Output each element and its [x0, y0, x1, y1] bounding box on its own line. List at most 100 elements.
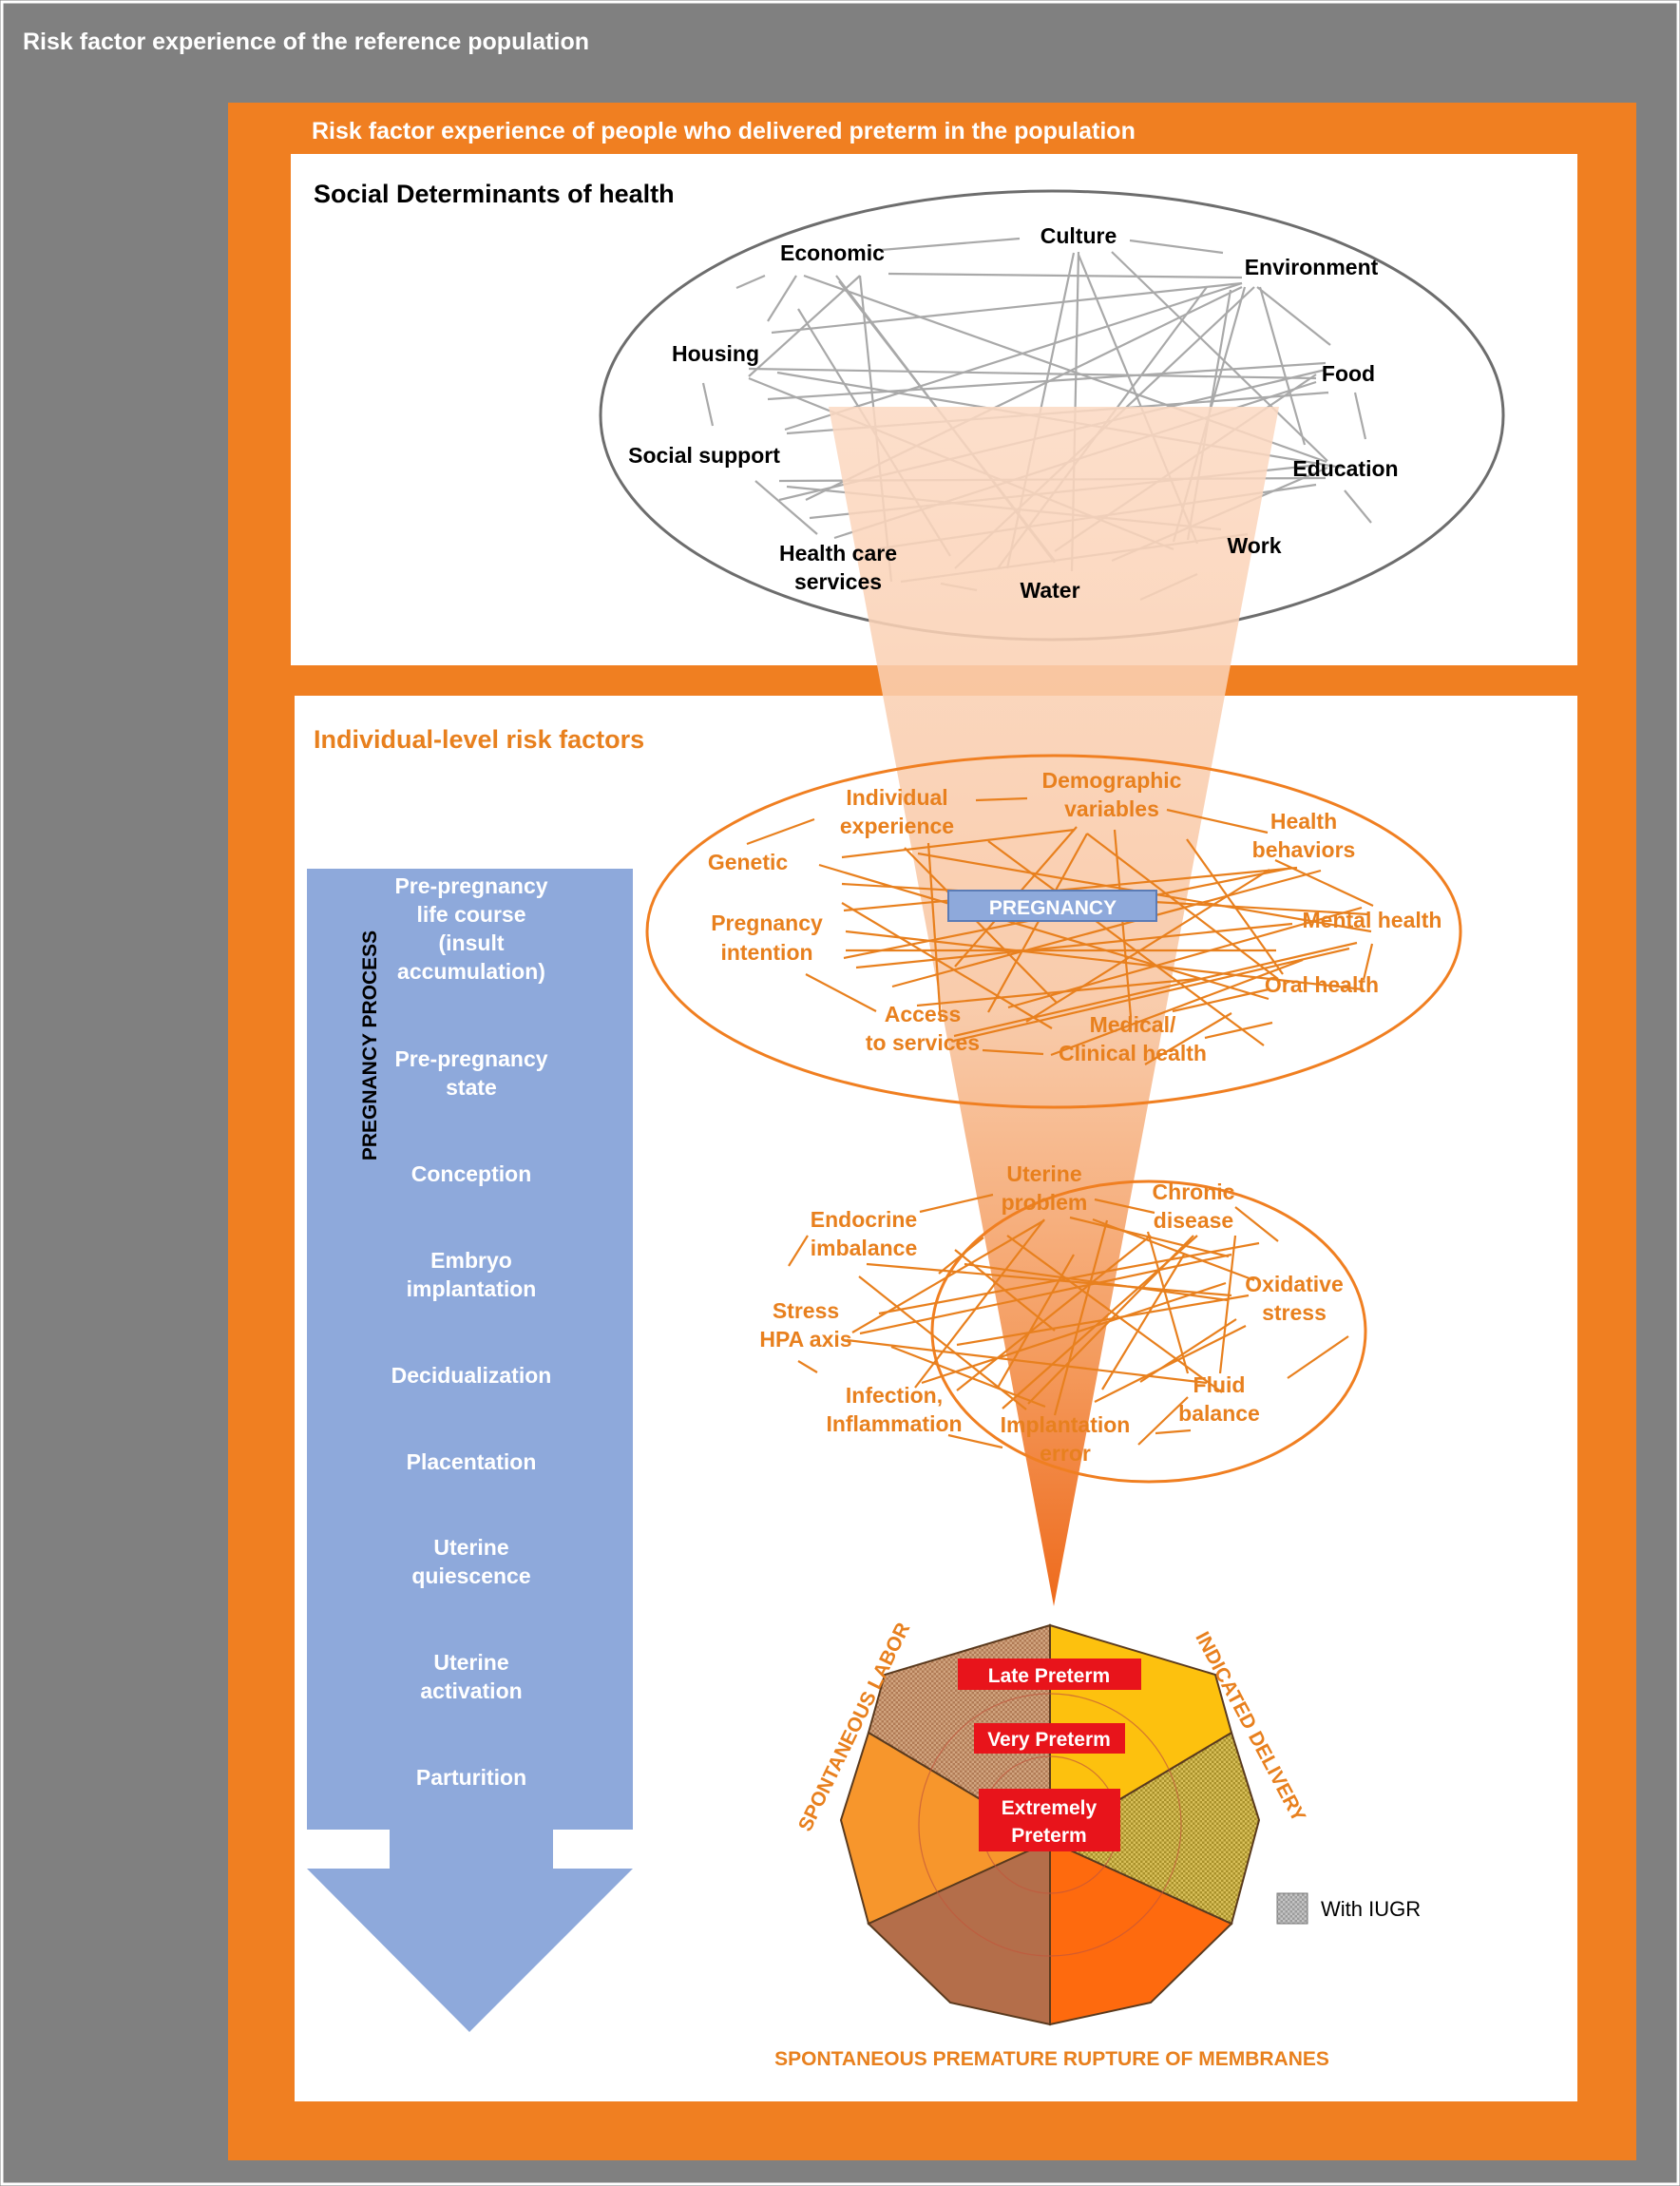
step-embryo: Embryo — [430, 1248, 512, 1273]
individual-link — [843, 866, 1298, 912]
sdoh-link — [748, 367, 1317, 380]
biological-link — [956, 1294, 1250, 1347]
node-implantation-error: error — [1040, 1441, 1091, 1466]
individual-ellipse — [645, 754, 1462, 1109]
step-pre-pregnancy-life-course-3: (insult — [439, 930, 505, 955]
node-medical: Medical/ — [1090, 1012, 1176, 1037]
node-health-behaviors: behaviors — [1252, 837, 1356, 862]
biological-link — [997, 1254, 1075, 1389]
node-demographic-variables: variables — [1064, 796, 1159, 821]
sdoh-link — [1256, 286, 1331, 346]
node-infection: Infection, — [846, 1383, 943, 1408]
node-implantation: Implantation — [1001, 1412, 1131, 1437]
individual-link — [987, 840, 1265, 1046]
node-individual: Individual — [846, 785, 947, 810]
node-uterine: Uterine — [1006, 1161, 1081, 1186]
biological-link — [1092, 1218, 1255, 1282]
biological-link — [947, 1433, 1003, 1449]
iugr-legend-label: With IUGR — [1321, 1897, 1421, 1921]
node-pregnancy-intention: intention — [720, 940, 812, 965]
sdoh-link — [771, 281, 1243, 335]
biological-link — [1137, 1396, 1189, 1446]
step-pre-pregnancy-life-course-2: life course — [416, 902, 525, 927]
outer-title: Risk factor experience of the reference … — [23, 29, 589, 55]
biological-labels: Uterine problem Endocrine imbalance Chro… — [759, 1161, 1343, 1466]
sdoh-link — [701, 382, 715, 427]
ring-very — [918, 1693, 1182, 1957]
node-health-care: Health care — [779, 541, 897, 566]
biological-link — [921, 1281, 1227, 1385]
biological-link — [964, 1262, 1229, 1302]
node-oral-health: Oral health — [1265, 972, 1379, 997]
biological-link — [890, 1345, 1046, 1409]
step-pre-pregnancy-state-1: Pre-pregnancy — [394, 1046, 547, 1071]
sdoh-link — [748, 275, 861, 377]
node-culture: Culture — [1040, 223, 1117, 248]
sdoh-link — [1353, 392, 1367, 440]
step-conception: Conception — [411, 1161, 532, 1186]
node-stress-hpa-axis: HPA axis — [759, 1327, 851, 1352]
biological-link — [797, 1360, 818, 1373]
step-pre-pregnancy-life-course-4: accumulation) — [397, 959, 545, 984]
biological-link — [1094, 1198, 1155, 1215]
node-social-support: Social support — [628, 443, 780, 468]
node-water: Water — [1020, 578, 1079, 603]
biological-link — [1094, 1325, 1247, 1403]
extremely-preterm-label-2: Preterm — [1011, 1825, 1086, 1847]
individual-network-lines — [746, 796, 1374, 1065]
individual-link — [818, 863, 1270, 1001]
biological-link — [1234, 1206, 1279, 1242]
step-uterine-activation-1: Uterine — [433, 1650, 508, 1675]
step-uterine-quiescence-2: quiescence — [411, 1563, 530, 1588]
pregnancy-label: PREGNANCY — [989, 897, 1117, 919]
node-chronic: Chronic — [1153, 1179, 1235, 1204]
individual-link — [1144, 1012, 1232, 1065]
node-access-to-services: to services — [866, 1030, 980, 1055]
biological-link — [1218, 1235, 1237, 1374]
sdoh-link — [735, 274, 766, 290]
biological-link — [866, 1262, 1232, 1297]
very-preterm-label: Very Preterm — [987, 1729, 1111, 1751]
node-environment: Environment — [1245, 255, 1379, 279]
sdoh-link — [1129, 239, 1224, 255]
sdoh-link — [754, 480, 818, 535]
step-uterine-activation-2: activation — [420, 1678, 522, 1703]
individual-link — [1172, 988, 1270, 1013]
very-preterm-box — [974, 1723, 1125, 1754]
node-fluid-balance: balance — [1178, 1401, 1260, 1426]
node-health: Health — [1270, 809, 1337, 834]
individual-link — [1362, 943, 1374, 981]
pregnancy-process-arrow — [307, 869, 633, 2032]
sdoh-labels: Economic Culture Environment Housing Foo… — [628, 223, 1398, 603]
biological-link — [1155, 1429, 1192, 1435]
biological-link — [1101, 1254, 1185, 1390]
biological-network-lines — [788, 1193, 1349, 1449]
individual-link — [953, 941, 1358, 1038]
individual-link — [855, 922, 1293, 969]
step-uterine-quiescence-1: Uterine — [433, 1535, 508, 1560]
individual-link — [975, 796, 1028, 802]
node-chronic-disease: disease — [1154, 1208, 1233, 1233]
individual-title: Individual-level risk factors — [314, 725, 644, 754]
node-fluid: Fluid — [1193, 1372, 1246, 1397]
step-decidualization: Decidualization — [391, 1363, 552, 1388]
individual-link — [841, 828, 1076, 859]
sdoh-link — [888, 272, 1243, 279]
individual-link — [904, 847, 1058, 1004]
node-housing: Housing — [672, 341, 759, 366]
node-oxidative: Oxidative — [1245, 1272, 1344, 1296]
biological-link — [859, 1253, 1232, 1335]
biological-link — [1053, 1219, 1109, 1416]
node-health-care-services: services — [794, 569, 882, 594]
biological-link — [1287, 1335, 1349, 1379]
biological-link — [919, 1193, 994, 1214]
node-individual-experience: experience — [840, 814, 954, 838]
biological-link — [846, 1338, 1208, 1385]
sdoh-link — [784, 281, 1243, 431]
node-uterine-problem: problem — [1002, 1190, 1088, 1215]
individual-link — [982, 1048, 1044, 1056]
preterm-title: Risk factor experience of people who del… — [312, 118, 1136, 144]
